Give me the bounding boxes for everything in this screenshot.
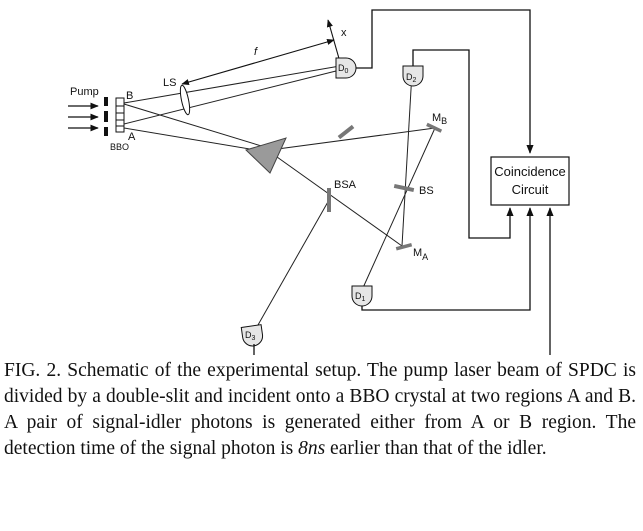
coincidence-circuit-box bbox=[490, 156, 570, 206]
detector-d2: D2 bbox=[402, 65, 424, 87]
scan-x-arrow bbox=[326, 19, 341, 63]
beam-splitter-bs bbox=[393, 183, 415, 193]
svg-text:D3: D3 bbox=[245, 330, 256, 342]
focal-length-arrow bbox=[181, 38, 335, 86]
bbo-label: BBO bbox=[110, 142, 129, 152]
experimental-setup-schematic: Pump B A BBO LS f x bbox=[68, 9, 570, 355]
lens-ls bbox=[179, 84, 191, 116]
beam-splitter-bsa bbox=[327, 188, 331, 212]
idler-beams bbox=[123, 71, 436, 333]
mirror bbox=[337, 124, 355, 140]
caption-text-prefix: FIG. 2. Schematic of the experimental se… bbox=[4, 360, 636, 459]
mirror-ma bbox=[395, 242, 413, 251]
prism bbox=[245, 137, 287, 174]
signal-beams bbox=[123, 65, 341, 125]
figure-caption: FIG. 2. Schematic of the experimental se… bbox=[4, 358, 636, 462]
mirror-mb-label: MB bbox=[432, 112, 447, 126]
svg-text:D1: D1 bbox=[355, 291, 366, 303]
caption-text-suffix: earlier than that of the idler. bbox=[325, 438, 547, 459]
caption-time: 8ns bbox=[298, 438, 326, 459]
detector-d1: D1 bbox=[351, 285, 373, 307]
scan-x-label: x bbox=[341, 27, 347, 39]
pump-beam bbox=[68, 102, 99, 132]
mirror-ma-label: MA bbox=[413, 247, 428, 262]
beam-splitter-bs-label: BS bbox=[419, 185, 434, 197]
coincidence-label-line2: Circuit bbox=[512, 182, 549, 197]
region-a-label: A bbox=[128, 131, 136, 143]
detector-d3: D3 bbox=[240, 324, 263, 347]
lens-ls-label: LS bbox=[163, 77, 176, 89]
detector-d0: D0 bbox=[335, 57, 357, 79]
pump-label: Pump bbox=[70, 86, 99, 98]
svg-text:D0: D0 bbox=[338, 63, 349, 75]
bbo-crystal bbox=[115, 97, 125, 133]
focal-length-label: f bbox=[254, 46, 258, 58]
double-slit bbox=[104, 97, 108, 136]
mirror-mb bbox=[426, 122, 443, 133]
coincidence-label-line1: Coincidence bbox=[494, 164, 566, 179]
svg-text:D2: D2 bbox=[406, 72, 417, 84]
region-b-label: B bbox=[126, 90, 133, 102]
detector-wiring bbox=[253, 9, 554, 355]
beam-splitter-bsa-label: BSA bbox=[334, 179, 357, 191]
